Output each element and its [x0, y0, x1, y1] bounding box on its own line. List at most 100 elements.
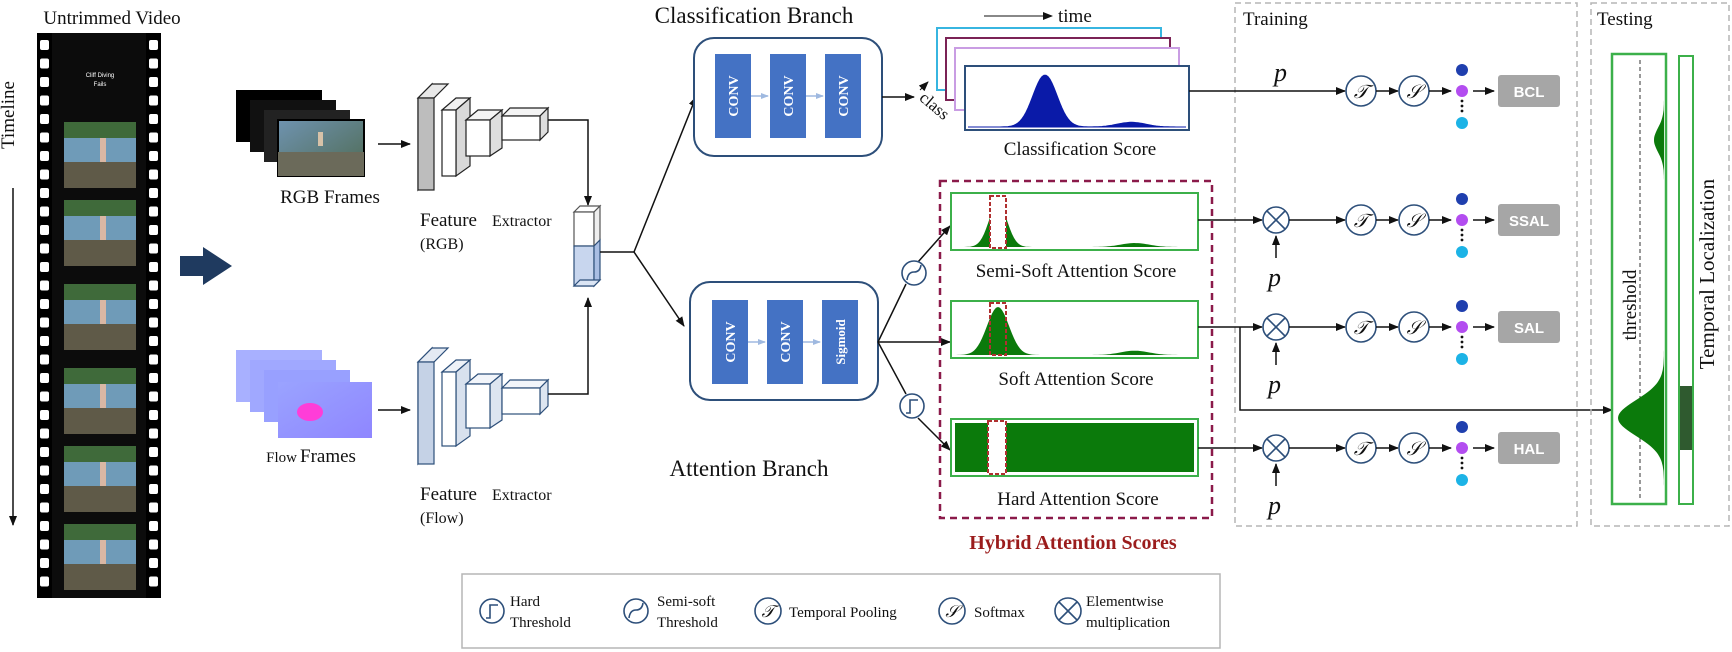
class-arrow: [918, 81, 929, 92]
semi-soft-threshold-icon: [901, 260, 927, 286]
video-title: Untrimmed Video: [43, 8, 180, 29]
sprocket-hole: [149, 521, 158, 531]
sprocket-hole: [40, 558, 49, 568]
multiply-node: [1262, 206, 1290, 234]
legend-hard-threshold-icon: [479, 598, 505, 624]
legend-hard-b: Threshold: [510, 615, 571, 631]
hard-threshold-icon: [899, 393, 925, 419]
sprocket-hole: [149, 114, 158, 124]
cls-conv-3: [825, 54, 861, 138]
sprocket-hole: [149, 539, 158, 550]
sprocket-hole: [149, 373, 158, 383]
frame-caption-2: Fails: [94, 82, 107, 88]
p-label: p: [1266, 263, 1281, 292]
film-strip: Cliff Diving Fails: [37, 33, 161, 598]
sprocket-hole: [40, 243, 49, 254]
sprocket-hole: [149, 243, 158, 254]
rgb-frames-label: RGB Frames: [280, 187, 380, 208]
legend-softmax-icon: [938, 597, 966, 625]
cls-conv-2-label: CONV: [782, 75, 797, 116]
legend-semi-a: Semi-soft: [657, 594, 716, 610]
semi-soft-attention-label: Semi-Soft Attention Score: [976, 261, 1177, 282]
sprocket-hole: [40, 114, 49, 124]
sprocket-hole: [40, 151, 49, 161]
softmax-node: 𝒮: [1398, 75, 1430, 107]
sprocket-hole: [40, 225, 49, 235]
sprocket-hole: [40, 317, 49, 328]
hybrid-attention-label: Hybrid Attention Scores: [969, 532, 1177, 554]
sprocket-hole: [149, 484, 158, 494]
temporal-pooling-node: 𝒯: [1345, 311, 1377, 343]
sprocket-hole: [149, 95, 158, 106]
rgb-frames-stack: [236, 90, 365, 177]
sprocket-hole: [40, 539, 49, 550]
att-conv-1-label: CONV: [724, 321, 739, 362]
sprocket-hole: [40, 132, 49, 143]
sprocket-hole: [149, 262, 158, 272]
sprocket-hole: [149, 225, 158, 235]
softmax-node: 𝒮: [1398, 432, 1430, 464]
att-conv-1: [712, 300, 748, 384]
legend-mult-a: Elementwise: [1086, 594, 1164, 610]
attention-branch-title: Attention Branch: [669, 456, 829, 481]
classification-score-label: Classification Score: [1004, 139, 1157, 160]
sprocket-hole: [149, 299, 158, 309]
probability-dots: [1456, 300, 1468, 365]
classification-conv-layers: CONV CONV CONV: [715, 54, 861, 138]
arrow-fe-flow-out: [548, 297, 592, 395]
arrow-to-classification: [633, 96, 697, 253]
legend-hard-threshold: Hard Threshold: [479, 594, 571, 631]
fe-flow-label-a: Feature: [420, 484, 477, 505]
sprocket-hole: [40, 373, 49, 383]
att-sigmoid: [822, 300, 858, 384]
loss-hal: HAL: [1498, 432, 1560, 464]
sprocket-hole: [149, 206, 158, 217]
cls-conv-3-label: CONV: [837, 75, 852, 116]
sprocket-hole: [40, 169, 49, 180]
cls-conv-1: [715, 54, 751, 138]
time-label: time: [1058, 6, 1092, 27]
hybrid-attention-box: [938, 179, 1214, 520]
svg-text:BCL: BCL: [1514, 84, 1545, 101]
sprocket-hole: [149, 40, 158, 50]
legend-elementwise-multiplication: Elementwise multiplication: [1054, 594, 1171, 631]
sprocket-hole: [149, 77, 158, 87]
training-title: Training: [1243, 9, 1308, 30]
legend-mult-b: multiplication: [1086, 615, 1171, 631]
att-conv-2: [767, 300, 803, 384]
arrow-to-attention: [633, 251, 685, 327]
flow-label-b: Frames: [300, 446, 356, 467]
feature-extractor-flow: [416, 346, 550, 466]
sprocket-hole: [40, 299, 49, 309]
loss-bcl: BCL: [1498, 75, 1560, 107]
fe-flow-label-b: Extractor: [492, 487, 552, 504]
legend-pool-icon: [754, 597, 782, 625]
legend-softmax-label: Softmax: [974, 605, 1025, 621]
feature-extractor-rgb: [416, 82, 550, 192]
legend-softmax: 𝒮 Softmax: [938, 597, 1025, 625]
training-panel: [1234, 2, 1578, 527]
sprocket-hole: [149, 169, 158, 180]
sprocket-hole: [149, 465, 158, 476]
legend-temporal-pooling: 𝒯 Temporal Pooling: [754, 597, 897, 625]
svg-text:SSAL: SSAL: [1509, 213, 1549, 230]
sprocket-hole: [40, 77, 49, 87]
sprocket-hole: [40, 484, 49, 494]
att-conv-2-label: CONV: [779, 321, 794, 362]
sprocket-hole: [40, 502, 49, 513]
testing-title: Testing: [1597, 9, 1653, 30]
sprocket-hole: [40, 465, 49, 476]
sprocket-hole: [40, 188, 49, 198]
arrow-to-semisoft: [917, 225, 951, 263]
legend-semi-soft-icon: [623, 598, 649, 624]
fe-flow-label-c: (Flow): [420, 510, 464, 527]
arrow-to-hard: [917, 417, 951, 451]
sprocket-hole: [40, 410, 49, 420]
svg-text:SAL: SAL: [1514, 320, 1544, 337]
sprocket-hole: [40, 576, 49, 587]
flow-arrow-icon: [180, 247, 232, 285]
svg-text:HAL: HAL: [1514, 441, 1545, 458]
probability-dots: [1456, 193, 1468, 258]
sprocket-hole: [40, 206, 49, 217]
softmax-node: 𝒮: [1398, 204, 1430, 236]
